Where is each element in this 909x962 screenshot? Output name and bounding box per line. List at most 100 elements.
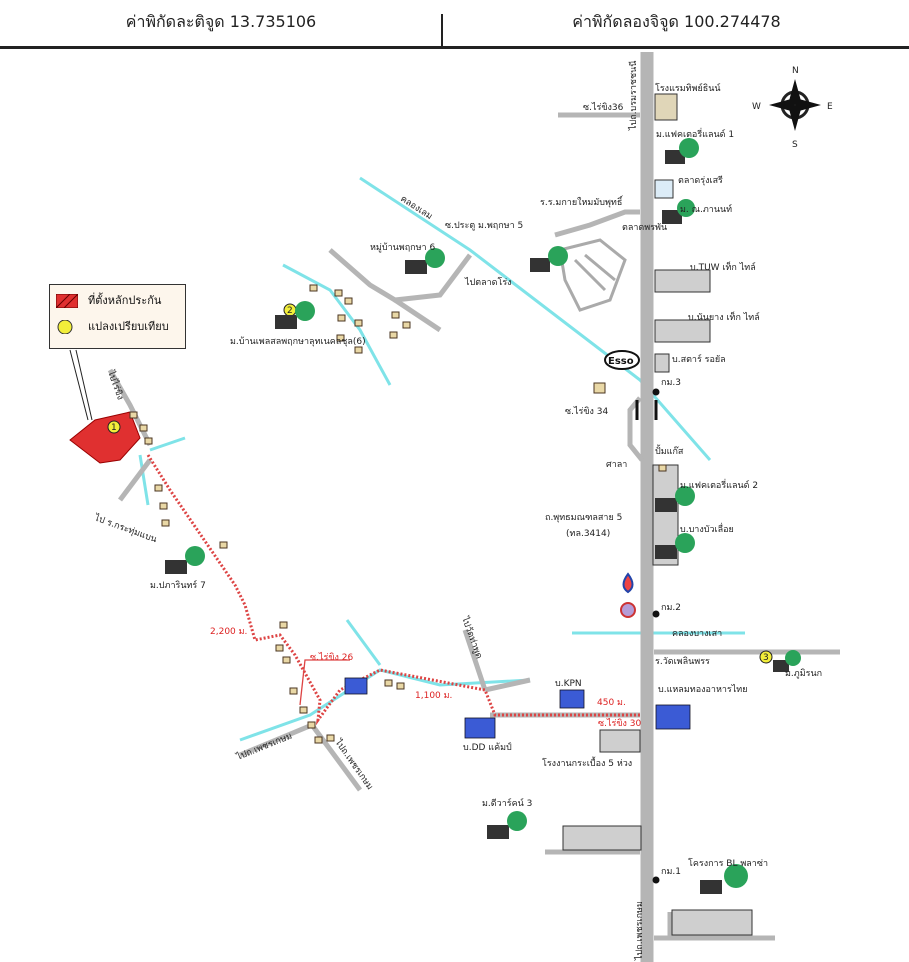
canals — [138, 176, 745, 742]
factory-chaiyarak — [562, 825, 642, 851]
canal-route-upper — [345, 619, 382, 666]
canal-diagonal-north — [359, 176, 712, 461]
building-kpn — [559, 689, 585, 709]
hotel-icon — [654, 93, 678, 121]
road-kratumban — [118, 458, 152, 502]
comparable-3-label: 3 — [763, 653, 769, 663]
map-legend: ที่ตั้งหลักประกัน แปลงเปรียบเทียบ — [49, 284, 186, 349]
compass-e: E — [827, 102, 833, 112]
road-tile — [462, 629, 488, 691]
label-pumphouse: ปั้มแก๊ส — [655, 444, 684, 457]
market-icon — [654, 179, 674, 199]
legend-pointer-2 — [75, 349, 93, 421]
village-icon-phrukksa — [530, 246, 568, 272]
header-divider — [441, 14, 443, 49]
subject-parcel — [69, 411, 141, 464]
village-icon-kmwatt — [773, 650, 801, 672]
longitude-label: ค่าพิกัดลองจิจูด 100.274478 — [572, 12, 781, 31]
label-nalanon: ม. ณ.ภานนท์ — [680, 203, 732, 215]
phrukksa-grid — [558, 238, 627, 312]
label-canal-mid: คลองบางเสา — [672, 629, 722, 639]
label-km1: กม.1 — [661, 867, 681, 877]
legend-label-subject: ที่ตั้งหลักประกัน — [88, 294, 162, 307]
village-icons — [165, 138, 801, 894]
village-icon-chaiyarak3 — [487, 811, 527, 839]
road-raikhing — [107, 368, 153, 447]
latitude-label: ค่าพิกัดละติจูด 13.735106 — [125, 12, 317, 31]
route-path — [146, 454, 640, 726]
label-soi36: ซ.ไร่ขิง36 — [583, 102, 624, 113]
factory-tile — [599, 729, 641, 753]
factory-nanyang — [654, 319, 711, 343]
building-dd — [464, 717, 496, 739]
road-phrukksa — [554, 209, 640, 238]
village-icon-factory-land1 — [665, 138, 699, 164]
label-prep: ตลาดพรพัน — [622, 223, 667, 233]
canal-near-subject — [149, 436, 186, 452]
label-to-raikhing: ไปไร่ขิง — [105, 368, 126, 401]
label-main-road-north: ไปถ.บรมราชชนนี — [628, 61, 639, 131]
road-to-kpn — [484, 677, 531, 693]
road-bottom-down — [309, 723, 363, 792]
label-factory-land1: ม.แฟคเตอรี่แลนด์ 1 — [656, 127, 734, 140]
label-soi30: ซ.ไร่ขิง 30 — [598, 718, 641, 729]
label-pakarn7: ม.ปภารินทร์ 7 — [150, 579, 206, 591]
label-bl-plaza: โครงการ BL พลาซ่า — [688, 858, 768, 869]
route-soi26 — [299, 659, 350, 706]
label-bridge-road: ไปตลาดโร่ง — [464, 277, 512, 288]
legend-pointer-1 — [69, 349, 89, 421]
label-sala: ศาลา — [606, 460, 627, 470]
red-hatched-parcel-icon — [56, 294, 78, 308]
label-kmwatt: ม.ภูมิรนก — [785, 668, 822, 679]
village-icon-pakarn7 — [165, 546, 205, 574]
comparable-2-label: 2 — [287, 306, 293, 316]
label-km2: กม.2 — [661, 603, 681, 613]
blue-buildings — [344, 677, 691, 739]
comparable-3-marker — [759, 650, 773, 664]
village-icon-factory-land2 — [655, 486, 695, 512]
building-near-canal — [344, 677, 368, 695]
compass-w: W — [752, 102, 761, 112]
canal-small-left — [138, 454, 150, 506]
side-roads — [107, 112, 840, 941]
km-markers — [652, 388, 660, 884]
label-dist-450: 450 ม. — [597, 698, 626, 708]
label-market: ตลาดรุ่งเสรี — [678, 175, 723, 186]
label-kpn: บ.KPN — [555, 679, 582, 689]
label-thai-food: บ.แหลมทองอาหารไทย — [658, 684, 748, 695]
village-icon-nalanon — [662, 199, 695, 224]
map-labels: โรงแรมทิพย์ธินน์ ซ.ไร่ขิง36 ไปถ.บรมราชชน… — [92, 61, 822, 961]
label-km3: กม.3 — [661, 378, 681, 388]
label-star: บ.สตาร์ รอยัล — [672, 353, 726, 365]
village-icon-bangchua — [655, 533, 695, 559]
label-tuw: บ.TUW เท็ก ไทล์ — [690, 260, 756, 273]
temple-icon — [620, 602, 636, 618]
comparable-1-marker — [107, 420, 121, 434]
road-village-left — [328, 248, 472, 303]
location-map: 1 2 3 N S E W Esso — [69, 52, 840, 962]
compass-s: S — [792, 140, 798, 150]
label-bangchua: บ.บางบัวเลื่อย — [680, 522, 734, 535]
label-phrukksa6: หมู่บ้านพฤกษา 6 — [370, 242, 435, 253]
label-soi26: ซ.ไร่ขิง 26 — [310, 652, 353, 663]
canal-left-village — [282, 263, 392, 386]
road-bottom-left — [239, 722, 313, 758]
label-village-left: ม.บ้านเพลสลพฤกษาลุทเนคลชุล(6) — [230, 336, 366, 347]
factory-star — [654, 353, 670, 373]
label-nanyang: บ.นันยาง เท็ก ไทล์ — [688, 310, 760, 323]
label-factory-land2: ม.แฟคเตอรี่แลนด์ 2 — [680, 478, 758, 491]
label-chaiyarak3: ม.ดีวาร์คน์ 3 — [482, 797, 532, 809]
building-thai-food — [655, 704, 691, 730]
road-village-left-b — [393, 297, 442, 333]
label-dd: บ.DD แค้มป์ — [463, 741, 512, 753]
gas-station-icon — [622, 572, 634, 594]
label-road-number: (ทล.3414) — [566, 529, 610, 539]
label-school: ร.ร.มกายใหมมับพุทธิ์ — [540, 195, 624, 208]
label-soi34: ซ.ไร่ขิง 34 — [565, 406, 608, 417]
legend-label-comparable: แปลงเปรียบเทียบ — [88, 320, 169, 333]
label-phuttamonthon: ถ.พุทธมณฑลสาย 5 — [545, 513, 622, 523]
road-soi34 — [627, 396, 644, 462]
label-to-kratumban: ไป ร.กระทุ่มแบน — [92, 512, 158, 545]
label-temple: ร.วัดเพลินพรร — [655, 656, 710, 667]
label-phrukksa5: ซ.ประตู ม.พฤกษา 5 — [445, 221, 523, 231]
